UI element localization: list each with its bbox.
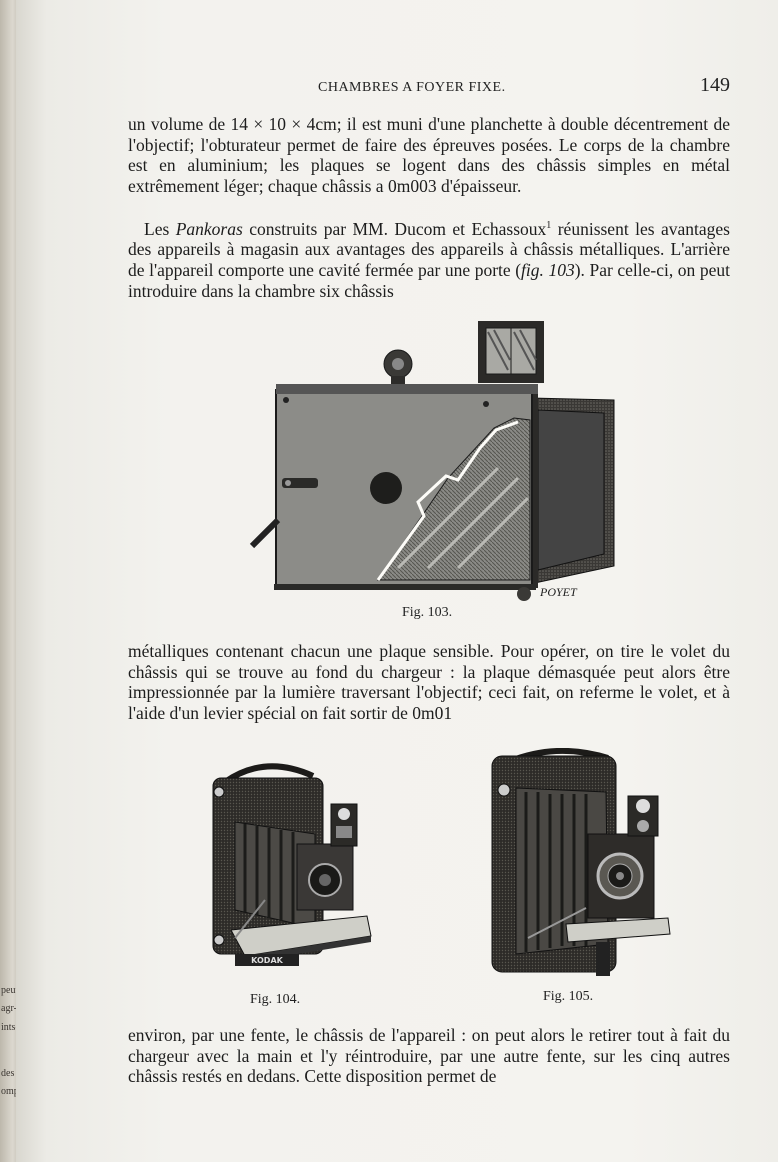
text-run: construits par MM. Ducom et Echassoux [242,218,547,239]
prev-page-fragment: ints- [1,1022,18,1033]
text-run: Les [144,218,176,239]
running-header: CHAMBRES A FOYER FIXE. 149 [318,74,730,96]
previous-page-edge: peut agr- ints- des ompe [0,0,18,1162]
prev-page-fragment: ompe [1,1086,18,1097]
brand-name: Pankoras [175,218,243,239]
kodak-brand-plate: KODAK [251,956,283,965]
figure-104-caption: Fig. 104. [250,992,301,1007]
prev-page-fragment: peut [1,985,18,996]
footnote-marker: 1 [546,220,552,231]
prev-page-fragment: des [1,1068,15,1079]
paragraph-1: un volume de 14 × 10 × 4cm; il est muni … [128,114,730,196]
engraver-signature: POYET [539,585,578,599]
paragraph-2: Les Pankoras construits par MM. Ducom et… [128,216,730,301]
figure-105-folding-camera [491,748,671,976]
figure-103-caption: Fig. 103. [402,605,453,620]
page-number: 149 [700,74,730,96]
text-run: réunissent les avantages des appareils à… [128,218,730,281]
prev-page-fragment: agr- [1,1003,17,1014]
figure-reference: fig. 103 [521,260,575,281]
paragraph-3: métalliques contenant chacun une plaque … [128,641,730,723]
figure-104-kodak-folding-camera: KODAK [212,763,372,966]
figure-103-pankoras-camera: POYET [249,321,615,601]
figure-105-caption: Fig. 105. [543,989,594,1004]
text-run: ). Par celle-ci, on peut introduire dans… [128,260,730,301]
paragraph-4: environ, par une fente, le châssis de l'… [128,1025,730,1087]
running-title: CHAMBRES A FOYER FIXE. [318,80,506,95]
